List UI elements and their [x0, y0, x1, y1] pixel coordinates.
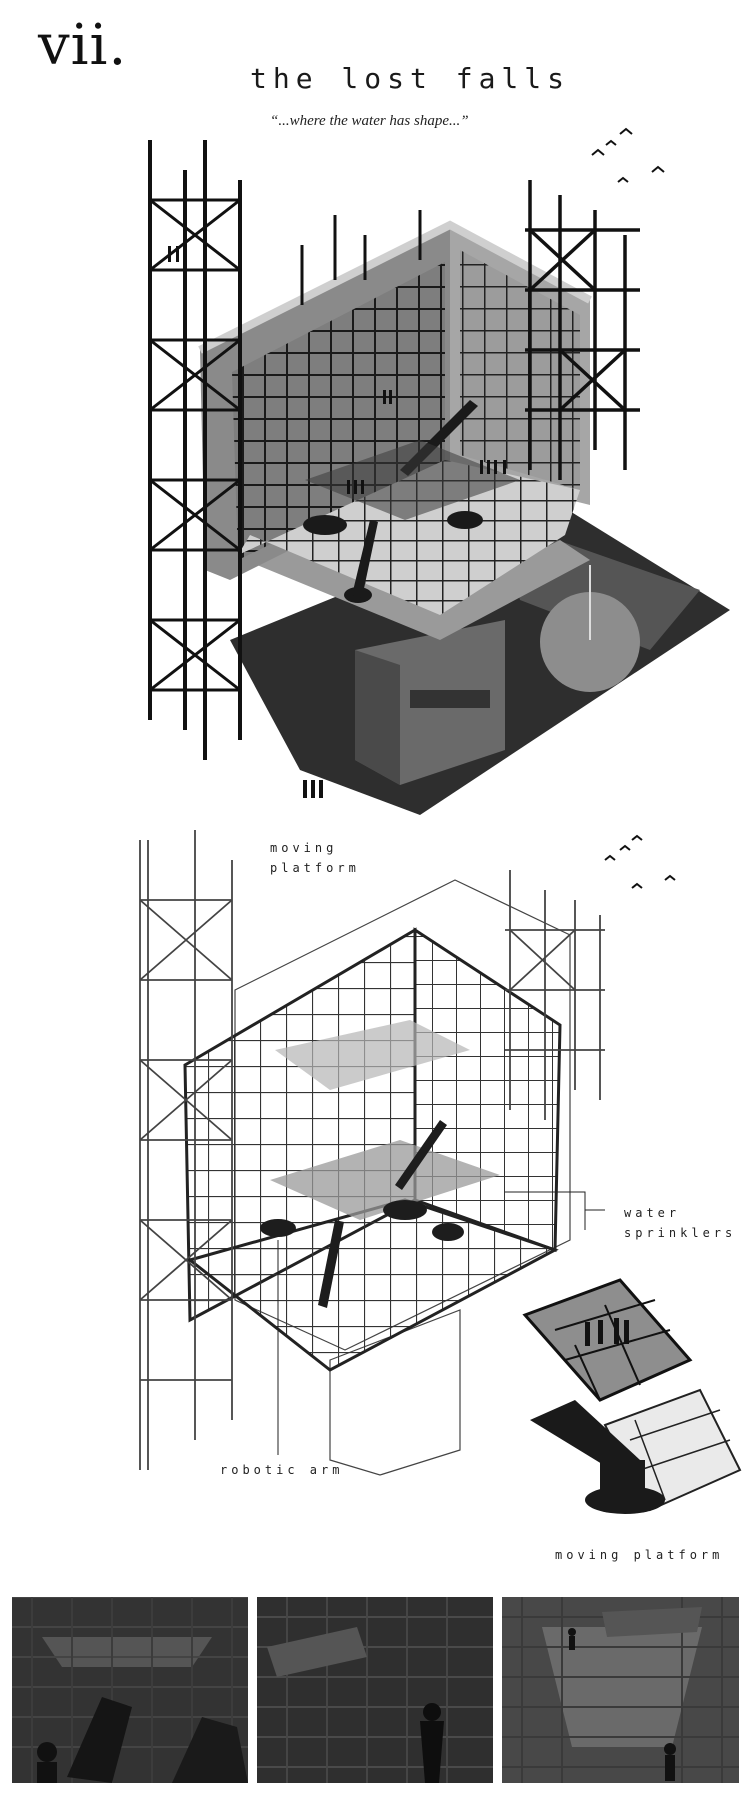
- birds-icon: [604, 834, 676, 889]
- water-pool-circle: [540, 592, 640, 692]
- scaffold-tower-outline-left: [139, 830, 233, 1470]
- label-line: water: [624, 1206, 681, 1220]
- birds-icon: [591, 127, 665, 183]
- grid-cage-right: [413, 927, 562, 1253]
- label-line: sprinklers: [624, 1226, 737, 1240]
- label-moving-platform-top: moving platform: [270, 838, 360, 878]
- grid-cage-floor: [186, 1198, 559, 1372]
- section-numeral: vii.: [38, 13, 128, 78]
- label-moving-platform-bottom: moving platform: [555, 1548, 724, 1562]
- grid-floor: [238, 460, 580, 615]
- suspended-platform: [305, 440, 520, 520]
- page-title: the lost falls: [250, 62, 571, 95]
- scaffold-tower-right: [525, 180, 640, 480]
- render-rain-figure: [257, 1597, 493, 1783]
- moving-platform-upper: [275, 1020, 470, 1090]
- label-line: moving: [270, 841, 338, 855]
- isometric-concrete-render: [148, 127, 730, 815]
- platform-detail-lower: [603, 1388, 742, 1512]
- render-hall-figures: [502, 1597, 739, 1783]
- label-water-sprinklers: water sprinklers: [624, 1203, 736, 1243]
- page-subtitle-quote: “...where the water has shape...”: [270, 113, 469, 129]
- robotic-arm-icon: [260, 1120, 464, 1308]
- scaffold-tower-left: [148, 140, 242, 760]
- scaffold-tower-outline-right: [505, 870, 605, 1120]
- moving-platform-lower: [270, 1140, 500, 1220]
- render-robotic-arm-interior: [12, 1597, 248, 1783]
- label-robotic-arm: robotic arm: [220, 1463, 344, 1477]
- people-silhouettes: [585, 1318, 629, 1346]
- label-line: platform: [270, 861, 360, 875]
- platform-detail-upper: [522, 1278, 693, 1402]
- robotic-arm-detail-icon: [530, 1400, 665, 1514]
- grid-cage-left: [183, 927, 417, 1323]
